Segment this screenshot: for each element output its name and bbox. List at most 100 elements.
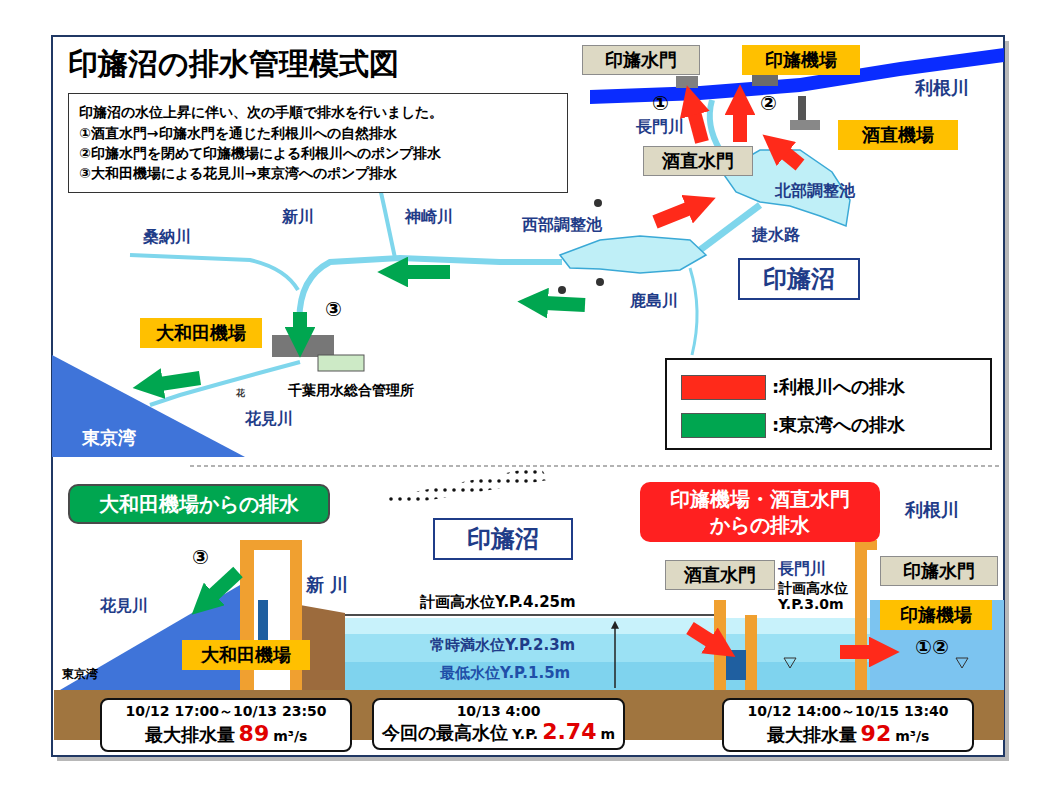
river-name: 利根川 [905, 500, 959, 521]
lake-box: 印旛沼 [433, 518, 573, 560]
node-subtext: 89 [239, 721, 270, 746]
facility-name: 千葉用水総合管理所 [288, 382, 414, 398]
river-name: 長門川 [778, 560, 826, 578]
drain-arrow [293, 312, 307, 330]
node-subtext: Y.P. [512, 726, 538, 742]
info-box: 10/13 4:00今回の最高水位Y.P.2.74m [372, 698, 625, 750]
drain-arrow [694, 112, 702, 142]
node-subtext: ③大和田機場による花見川→東京湾へのポンプ排水 [79, 163, 397, 183]
drain-arrow [840, 645, 872, 659]
drain-arrow [545, 303, 585, 305]
node-text: 大和田機場 [156, 321, 246, 345]
marker-dot [558, 286, 566, 294]
heading-box: 印旛機場・酒直水門からの排水 [640, 482, 880, 542]
gate-structure [714, 600, 726, 690]
river-name: 花見川 [100, 597, 148, 615]
separator [190, 465, 1000, 467]
level-mark [956, 658, 968, 668]
gate-leaf [726, 650, 746, 680]
node-text: 酒直水門 [684, 563, 756, 587]
node-text: 大和田機場 [201, 643, 291, 667]
callout-number: ② [760, 92, 777, 115]
pump-building [272, 335, 334, 357]
map-label: 花 [236, 388, 245, 398]
gate-building [676, 76, 698, 88]
pump-building [790, 120, 820, 130]
info-box: 10/12 17:00～10/13 23:50 最大排水量89m³/s [100, 698, 352, 752]
callout-number: ③ [192, 546, 209, 569]
gate-structure [745, 615, 757, 690]
river-name: 鹿島川 [630, 292, 678, 310]
marker-dot [596, 278, 604, 286]
river-name: 花見川 [245, 410, 293, 428]
node-text: 印旛沼 [763, 263, 835, 295]
node-text: 10/13 4:00 [382, 703, 615, 719]
west-basin [560, 236, 706, 273]
basin-name: 西部調整池 [522, 216, 602, 234]
tone-water [870, 600, 1004, 690]
frame [52, 36, 1004, 756]
lake-box: 印旛沼 [738, 258, 860, 300]
river-name: 新川 [282, 208, 314, 226]
pump-station-box: 大和田機場 [182, 640, 310, 670]
plan-level-line [345, 614, 720, 616]
node-subtext: 92 [861, 721, 892, 746]
river-name: 桑納川 [143, 228, 191, 246]
node-subtext: 最大排水量 [145, 723, 235, 747]
level-arrow [614, 628, 616, 688]
kano-river [130, 255, 298, 290]
legend-swatch [681, 375, 766, 400]
heading-box: 大和田機場からの排水 [68, 484, 330, 524]
node-text: 10/12 17:00～10/13 23:50 [110, 703, 342, 721]
node-subtext: m³/s [273, 728, 307, 744]
callout-number: ①② [915, 636, 949, 659]
gate-box: 酒直水門 [665, 560, 775, 590]
legend-text: :東京湾への排水 [772, 413, 905, 437]
basin-name: 北部調整池 [775, 182, 855, 200]
bay-name: 東京湾 [62, 668, 98, 682]
water-level: 計画高水位 Y.P.3.0m [778, 580, 858, 612]
node-text: 大和田機場からの排水 [99, 491, 299, 518]
tower-icon [798, 96, 806, 120]
legend-box: :利根川への排水 :東京湾への排水 [665, 358, 992, 450]
node-subtext: m³/s [895, 728, 929, 744]
node-subtext: ①酒直水門→印旛水門を通じた利根川への自然排水 [79, 123, 397, 143]
tokyo-bay [52, 355, 245, 457]
dot-texture [385, 466, 548, 506]
node-text: 印旛沼 [467, 523, 539, 555]
legend-row: :利根川への排水 [681, 368, 976, 406]
hanami-slope [60, 585, 240, 690]
info-box: 10/12 14:00～10/15 13:40最大排水量92m³/s [722, 698, 974, 752]
node-text: 印旛沼の水位上昇に伴い、次の手順で排水を行いました。 [79, 102, 443, 122]
node-subtext: 2.74 [542, 719, 596, 744]
drain-arrow [405, 265, 450, 279]
office-building [318, 355, 364, 371]
river-name: 長門川 [636, 118, 684, 136]
hanami-river [150, 362, 300, 405]
note-box: 印旛沼の水位上昇に伴い、次の手順で排水を行いました。①酒直水門→印旛水門を通じた… [68, 93, 568, 193]
legend-swatch [681, 413, 766, 438]
gate-box: 酒直水門 [643, 146, 753, 176]
callout-number: ③ [325, 298, 342, 321]
legend-row: :東京湾への排水 [681, 406, 976, 444]
level-mark [784, 658, 796, 668]
water-level: 常時満水位Y.P.2.3m [430, 637, 575, 654]
drain-arrow [212, 572, 238, 596]
gate-structure [855, 540, 867, 690]
callout-number: ① [652, 92, 669, 115]
water-level: 計画高水位Y.P.4.25m [420, 594, 576, 611]
pump-station-box: 印旛機場 [742, 45, 860, 75]
node-text: 印旛水門 [903, 559, 975, 583]
channel-name: 捷水路 [752, 226, 800, 244]
node-subtext: ②印旛水門を閉めて印旛機場による利根川へのポンプ排水 [79, 143, 441, 163]
drain-arrow [160, 378, 200, 384]
node-text: 印旛機場 [765, 48, 837, 72]
drain-arrow [655, 208, 690, 222]
node-subtext: 今回の最高水位 [382, 721, 508, 745]
drain-arrow [784, 152, 800, 165]
river-name: 新 川 [306, 575, 348, 596]
river-name: 利根川 [915, 78, 969, 99]
drain-arrow [733, 112, 747, 142]
legend-text: :利根川への排水 [772, 375, 905, 399]
